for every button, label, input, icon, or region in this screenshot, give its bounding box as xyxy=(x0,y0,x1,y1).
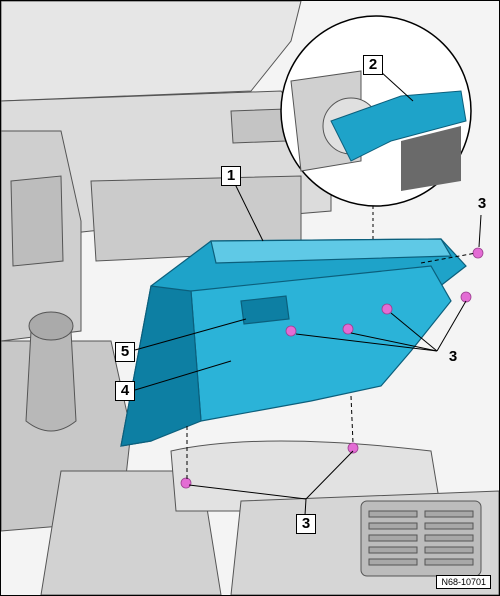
callout-5: 5 xyxy=(115,342,135,362)
callout-1: 1 xyxy=(221,166,241,186)
callout-3-bottom: 3 xyxy=(296,514,316,534)
callout-3-right: 3 xyxy=(477,195,487,212)
detail-inset xyxy=(280,15,472,241)
callout-4: 4 xyxy=(115,381,135,401)
figure-reference-code: N68-10701 xyxy=(436,575,491,589)
leader-lines xyxy=(134,70,482,516)
callout-3-middle: 3 xyxy=(448,348,458,365)
air-vent xyxy=(360,500,482,577)
glove-box xyxy=(120,238,467,447)
callout-2: 2 xyxy=(363,55,383,75)
fasteners xyxy=(180,247,484,489)
